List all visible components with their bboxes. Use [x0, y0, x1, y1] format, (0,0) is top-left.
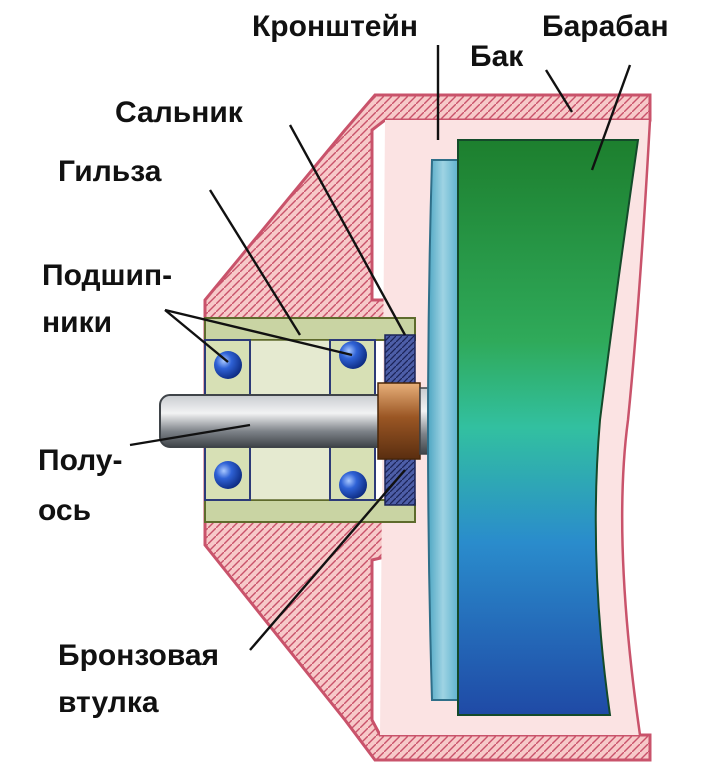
leader-lines — [129, 45, 632, 651]
half-axle — [159, 382, 439, 460]
label-bronze-line1: Бронзовая — [58, 639, 219, 672]
label-bearings-line1: Подшип- — [42, 259, 172, 292]
label-half-axle-line2: ось — [38, 494, 91, 527]
bearing-ball — [339, 341, 367, 369]
label-bronze-line2: втулка — [58, 686, 159, 719]
label-seal: Сальник — [115, 96, 244, 129]
bearing-ball — [339, 471, 367, 499]
label-tank: Бак — [470, 40, 524, 73]
label-bracket: Кронштейн — [252, 10, 418, 43]
bronze-bushing — [377, 382, 421, 460]
bearing-ball — [214, 351, 242, 379]
drum — [457, 139, 640, 716]
label-bearings-line2: ники — [42, 306, 112, 339]
bracket — [427, 159, 459, 701]
label-sleeve: Гильза — [58, 155, 162, 188]
label-half-axle-line1: Полу- — [38, 444, 122, 477]
bearing-ball — [214, 461, 242, 489]
label-drum: Барабан — [542, 10, 669, 43]
